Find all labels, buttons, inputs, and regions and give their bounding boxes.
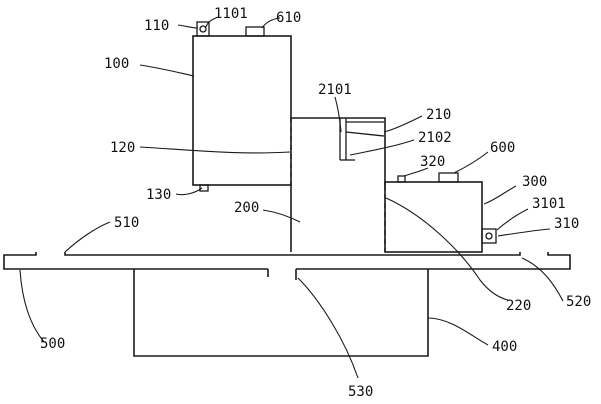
- label-1101: 1101: [214, 6, 248, 22]
- chamber-200: [290, 117, 386, 252]
- label-200: 200: [234, 200, 259, 216]
- label-530: 530: [348, 384, 373, 400]
- base-platform-500: [3, 252, 571, 280]
- label-520: 520: [566, 294, 591, 310]
- label-300: 300: [522, 174, 547, 190]
- container-100: [192, 21, 292, 192]
- leader-lines: [19, 17, 564, 379]
- label-100: 100: [104, 56, 129, 72]
- label-610: 610: [276, 10, 301, 26]
- label-510: 510: [114, 215, 139, 231]
- container-300: [384, 172, 497, 253]
- label-220: 220: [506, 298, 531, 314]
- label-110: 110: [144, 18, 169, 34]
- label-310: 310: [554, 216, 579, 232]
- label-2101: 2101: [318, 82, 352, 98]
- label-600: 600: [490, 140, 515, 156]
- label-320: 320: [420, 154, 445, 170]
- label-400: 400: [492, 339, 517, 355]
- label-120: 120: [110, 140, 135, 156]
- label-210: 210: [426, 107, 451, 123]
- label-2102: 2102: [418, 130, 452, 146]
- lower-tank-400: [133, 269, 429, 357]
- reference-labels: 110 1101 610 100 2101 210 2102 120 600 3…: [40, 6, 591, 400]
- label-3101: 3101: [532, 196, 566, 212]
- label-500: 500: [40, 336, 65, 352]
- label-130: 130: [146, 187, 171, 203]
